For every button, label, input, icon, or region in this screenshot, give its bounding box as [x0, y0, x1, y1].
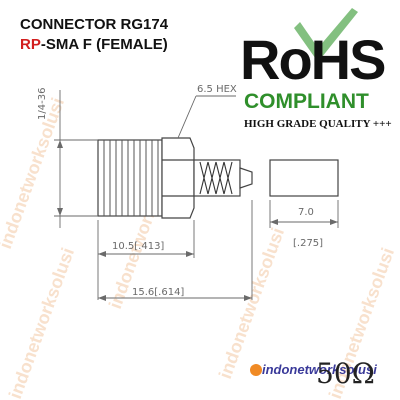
dimension-lines: [54, 90, 339, 300]
crimp-sleeve: [269, 159, 339, 197]
dimension-arrows: [57, 140, 338, 301]
product-subtitle-rest: -SMA F (FEMALE): [40, 36, 168, 53]
length-a-label: 10.5[.413]: [112, 241, 165, 252]
hex-nut: [161, 137, 195, 219]
sleeve-length-mm-label: 7.0: [298, 207, 314, 218]
compliant-label: COMPLIANT: [244, 90, 369, 113]
watermark-text: indonetworksolusi: [5, 245, 78, 400]
length-b-label: 15.6[.614]: [132, 287, 185, 298]
threaded-barrel: [97, 139, 163, 217]
rohs-checkmark-icon: [294, 8, 358, 62]
cable-tail: [239, 167, 253, 189]
quality-label: HIGH GRADE QUALITY +++: [244, 118, 392, 130]
knurl-pattern: [199, 161, 233, 195]
hex-dimension-label: 6.5 HEX: [197, 84, 237, 95]
brand-logo-text: indonetworksolusi: [262, 362, 377, 377]
brand-logo-icon: [250, 364, 262, 376]
thread-lines: [103, 140, 159, 216]
product-subtitle: RP-SMA F (FEMALE): [20, 36, 168, 54]
rohs-logo: RoHS: [240, 28, 386, 91]
thread-dimension-label: 1/4-36: [37, 87, 48, 120]
product-title: CONNECTOR RG174: [20, 16, 169, 33]
impedance-label: 50Ω: [316, 357, 375, 390]
sleeve-length-inch-label: [.275]: [293, 238, 324, 249]
rp-prefix: RP: [20, 36, 41, 53]
connector-body: [97, 137, 253, 219]
watermark-text: indonetworksolusi: [0, 95, 68, 251]
